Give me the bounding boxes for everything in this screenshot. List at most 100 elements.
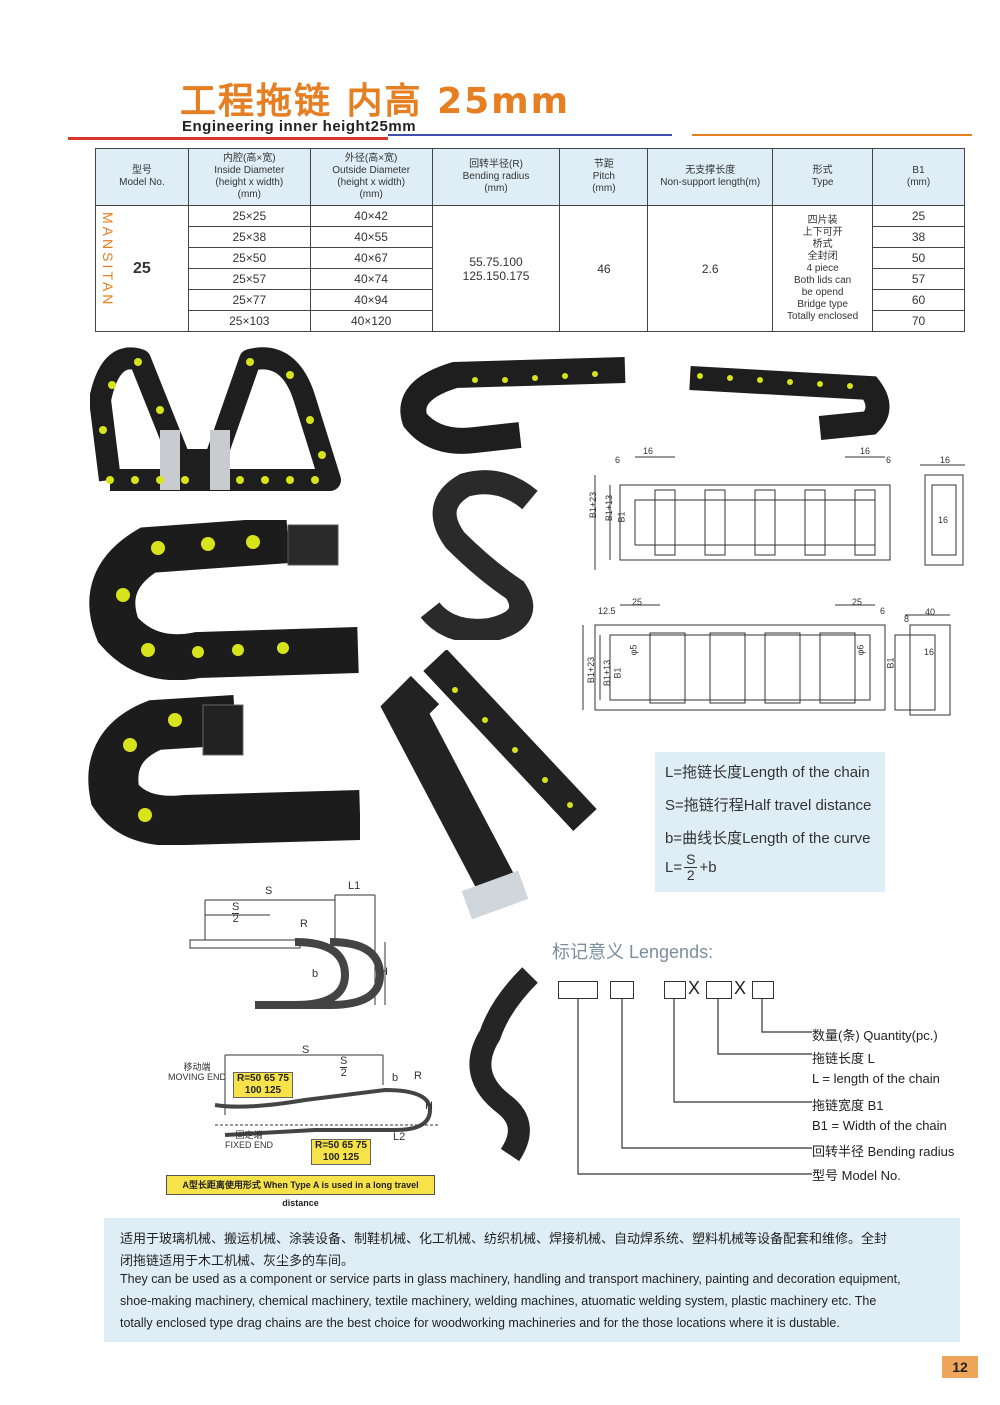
description-en-line-2: shoe-making machinery, chemical machiner… [120, 1294, 877, 1308]
formula-line-s: S=拖链行程Half travel distance [665, 797, 872, 814]
photo-chain-bend-enclosed [88, 695, 360, 845]
formula-line-b: b=曲线长度Length of the curve [665, 830, 871, 847]
header-inside: 内腔(高×宽)Inside Diameter(height x width)(m… [187, 148, 311, 206]
legend-leader-lines [577, 998, 812, 1175]
model-number: 25 [133, 259, 151, 277]
legend-label-length-desc: L = length of the chain [812, 1071, 940, 1086]
dim-b1-23-bottom: B1+23 [586, 656, 597, 684]
diagram-s-label: S [265, 885, 273, 897]
legend-label-width: 拖链宽度 B1 [812, 1098, 884, 1113]
header-b1: B1(mm) [872, 148, 965, 206]
dim-b1-side: B1 [885, 657, 896, 669]
diagram-h-label: H [380, 966, 388, 978]
dim-6a: 6 [615, 455, 621, 465]
description-en-line-1: They can be used as a component or servi… [120, 1272, 901, 1286]
dim-12-5: 12.5 [598, 606, 616, 616]
photo-chain-top-a [400, 357, 626, 454]
title-rule-blue [388, 134, 672, 136]
page-number: 12 [942, 1356, 978, 1378]
type-a-s-label: S [302, 1044, 310, 1056]
legend-label-radius: 回转半径 Bending radius [812, 1144, 955, 1159]
non-support-cell: 2.6 [647, 205, 774, 332]
legend-label-model: 型号 Model No. [812, 1168, 901, 1183]
inside-cell: 25×77 [187, 289, 311, 311]
inside-cell: 25×57 [187, 268, 311, 290]
description-panel [104, 1218, 960, 1342]
legend-label-qty: 数量(条) Quantity(pc.) [812, 1028, 938, 1043]
page-title-cn: 工程拖链 内高 25mm [180, 81, 571, 122]
b1-cell: 70 [872, 310, 965, 332]
description-cn-line-1: 适用于玻璃机械、搬运机械、涂装设备、制鞋机械、化工机械、纺织机械、焊接机械、自动… [120, 1231, 888, 1246]
dim-16a: 16 [643, 446, 654, 456]
drawing-bend-diagram [189, 894, 386, 1009]
inside-cell: 25×50 [187, 247, 311, 269]
b1-cell: 60 [872, 289, 965, 311]
code-x-2: X [734, 978, 747, 998]
formula-panel [655, 752, 885, 892]
header-bending: 回转半径(R)Bending radius(mm) [431, 148, 561, 206]
outside-cell: 40×42 [309, 205, 433, 227]
diagram-r-label: R [300, 918, 308, 930]
b1-cell: 57 [872, 268, 965, 290]
code-box-length [706, 981, 732, 999]
outside-cell: 40×67 [309, 247, 433, 269]
diagram-l1-label: L1 [348, 880, 361, 892]
dim-25a: 25 [632, 597, 643, 607]
photo-double-loop-chain [90, 347, 341, 491]
dim-16d: 16 [938, 515, 949, 525]
inside-cell: 25×103 [187, 310, 311, 332]
inside-cell: 25×38 [187, 226, 311, 248]
dim-b1-13-bottom: B1+13 [602, 659, 613, 687]
code-box-width [664, 981, 686, 999]
table-row: 25×77 40×94 60 [96, 289, 965, 311]
dim-16c: 16 [940, 455, 951, 465]
page-title-en: Engineering inner height25mm [182, 118, 417, 135]
brand-label: MANSITAN [100, 212, 116, 308]
description-cn-line-2: 闭拖链适用于木工机械、灰尘多的车间。 [120, 1253, 355, 1268]
dim-16e: 16 [924, 647, 935, 657]
model-cell: MANSITAN 25 [95, 205, 189, 332]
outside-cell: 40×55 [309, 226, 433, 248]
photo-chain-small-bent [469, 967, 538, 1162]
dim-8: 8 [904, 614, 910, 624]
dim-b1-23-top: B1+23 [588, 491, 599, 519]
dim-phi5: φ5 [628, 644, 639, 656]
dim-b1-bottom: B1 [612, 667, 623, 679]
type-a-h-label: H [425, 1100, 433, 1112]
outside-cell: 40×74 [309, 268, 433, 290]
dim-b1-13-top: B1+13 [604, 494, 615, 522]
table-row: 25×50 40×67 50 [96, 247, 965, 269]
drawing-type-a-diagram [214, 1054, 440, 1137]
drawing-chain-top-view [582, 456, 965, 716]
dim-6b: 6 [886, 455, 892, 465]
photo-chain-s-shape [420, 470, 538, 640]
outside-cell: 40×94 [309, 289, 433, 311]
code-box-radius [610, 981, 634, 999]
title-rule-red [68, 137, 388, 140]
legend-label-length: 拖链长度 L [812, 1051, 875, 1066]
type-a-l2-label: L2 [393, 1131, 406, 1143]
pitch-cell: 46 [559, 205, 649, 332]
description-en-line-3: totally enclosed type drag chains are th… [120, 1316, 840, 1330]
type-a-note: A型长距离使用形式 When Type A is used in a long … [166, 1175, 435, 1208]
dim-40: 40 [925, 607, 936, 617]
title-rule-orange [692, 134, 972, 136]
type-a-b-label: b [392, 1072, 399, 1084]
b1-cell: 38 [872, 226, 965, 248]
photo-chain-long-yellow [380, 650, 597, 920]
photo-chain-top-b [689, 366, 890, 440]
outside-cell: 40×120 [309, 310, 433, 332]
table-row: 25×103 40×120 70 [96, 310, 965, 332]
code-box-qty [752, 981, 774, 999]
